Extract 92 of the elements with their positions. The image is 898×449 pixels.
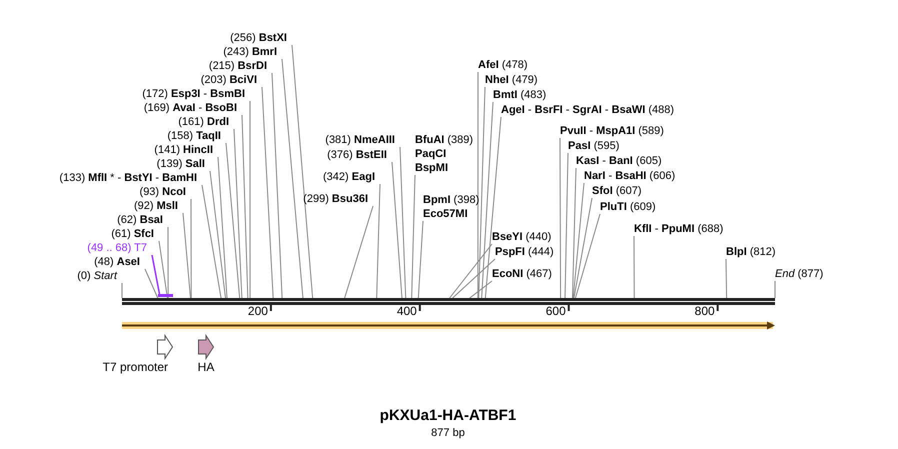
cut-site-label: (62) BsaI	[117, 213, 168, 227]
cut-site-label: (172) Esp3I - BsmBI	[142, 87, 250, 101]
leader-line	[158, 240, 168, 298]
scale-label: 600	[546, 304, 566, 318]
leader-line	[168, 226, 169, 298]
leader-line	[226, 142, 240, 298]
leader-line	[292, 44, 314, 298]
cut-site-label: (299) Bsu36I	[303, 192, 373, 206]
cut-site-label: KflI - PpuMI (688)	[634, 222, 724, 236]
leader-line	[481, 102, 494, 298]
cut-site-label: End (877)	[775, 267, 824, 281]
primer-bar	[158, 294, 173, 297]
cut-site-label: (243) BmrI	[223, 45, 282, 59]
leader-line	[573, 198, 592, 298]
cut-site-label: NheI (479)	[485, 73, 538, 87]
leader-line	[449, 244, 492, 298]
leader-line	[218, 156, 228, 298]
leader-line	[182, 212, 191, 298]
cut-site-label: (49 .. 68) T7	[87, 241, 152, 255]
cut-site-label: (256) BstXI	[230, 31, 292, 45]
scale-label: 400	[396, 304, 417, 318]
cut-site-label: SfoI (607)	[592, 184, 642, 198]
leader-line	[634, 236, 635, 298]
cut-site-label: (169) AvaI - BsoBI	[144, 101, 242, 115]
leader-line	[202, 184, 222, 298]
cut-site-label: EcoNI (467)	[492, 267, 552, 281]
leader-line	[774, 280, 776, 298]
leader-line	[151, 254, 160, 294]
cut-site-label: (0) Start	[77, 269, 122, 283]
cut-site-label: PaqCI	[415, 147, 448, 161]
leader-line	[190, 198, 192, 298]
cut-site-label: (48) AseI	[94, 255, 145, 269]
leader-line	[282, 58, 304, 298]
leader-line	[144, 268, 158, 298]
feature-label: T7 promoter	[102, 360, 168, 374]
leader-line	[344, 206, 374, 298]
map-title: pKXUa1-HA-ATBF1	[380, 409, 516, 423]
leader-line	[469, 280, 492, 298]
leader-line	[250, 100, 251, 298]
scale-label: 800	[694, 304, 715, 318]
cut-site-label: (381) NmeAIII	[325, 133, 400, 147]
cut-site-label: (342) EagI	[323, 170, 380, 184]
leader-line	[262, 86, 274, 298]
cut-site-label: BspMI	[415, 161, 449, 175]
cut-site-label: (161) DrdI	[178, 115, 234, 129]
cut-site-label: AfeI (478)	[478, 58, 528, 72]
cut-site-label: (141) HincII	[154, 143, 218, 157]
cut-site-label: (215) BsrDI	[208, 59, 272, 73]
cut-site-label: NarI - BsaHI (606)	[584, 169, 676, 183]
cut-site-label: Eco57MI	[423, 207, 469, 221]
cut-site-label: BfuAI (389)	[415, 133, 474, 147]
leader-line	[411, 174, 416, 298]
cut-site-label: PluTI (609)	[600, 200, 656, 214]
cut-site-label: (376) BstEII	[327, 148, 392, 162]
leader-line	[478, 86, 486, 298]
cut-site-label: (158) TaqII	[167, 129, 226, 143]
cut-site-label: AgeI - BsrFI - SgrAI - BsaWI (488)	[501, 103, 674, 117]
leader-line	[572, 182, 584, 298]
leader-line	[560, 138, 562, 298]
cut-site-label: PasI (595)	[568, 139, 620, 153]
leader-line	[726, 258, 728, 298]
cut-site-label: (133) MflI* - BstYI - BamHI	[59, 171, 202, 185]
leader-line	[484, 116, 502, 298]
leader-line	[572, 168, 576, 298]
cut-site-label: KasI - BanI (605)	[576, 154, 662, 168]
cut-site-label: (92) MslI	[134, 199, 183, 213]
cut-site-label: BseYI (440)	[492, 230, 552, 244]
leader-line	[392, 162, 402, 298]
leader-line	[564, 152, 568, 298]
cut-site-label: PspFI (444)	[495, 245, 554, 259]
cut-site-label: BmtI (483)	[493, 88, 546, 102]
leader-line	[477, 72, 478, 298]
leader-line	[574, 214, 600, 298]
scale-label: 200	[248, 304, 268, 318]
leader-line	[400, 146, 406, 298]
sequence-line	[122, 298, 775, 305]
feature-label: HA	[198, 360, 214, 374]
leader-line	[234, 128, 242, 298]
leader-line	[452, 258, 496, 298]
sequence-length: 877 bp	[431, 426, 465, 440]
cut-site-label: BpmI (398)	[423, 193, 480, 207]
leader-line	[418, 220, 424, 298]
cut-site-label: (139) SalI	[156, 157, 210, 171]
cut-site-label: (93) NcoI	[140, 185, 191, 199]
leader-line	[376, 184, 380, 298]
leader-line	[210, 170, 226, 298]
leader-line	[272, 72, 283, 298]
leader-line	[242, 114, 248, 298]
cut-site-label: (61) SfcI	[111, 227, 159, 241]
cut-site-label: (203) BciVI	[200, 73, 262, 87]
cut-site-label: BlpI (812)	[726, 245, 776, 259]
cut-site-label: PvuII - MspA1I (589)	[560, 124, 664, 138]
